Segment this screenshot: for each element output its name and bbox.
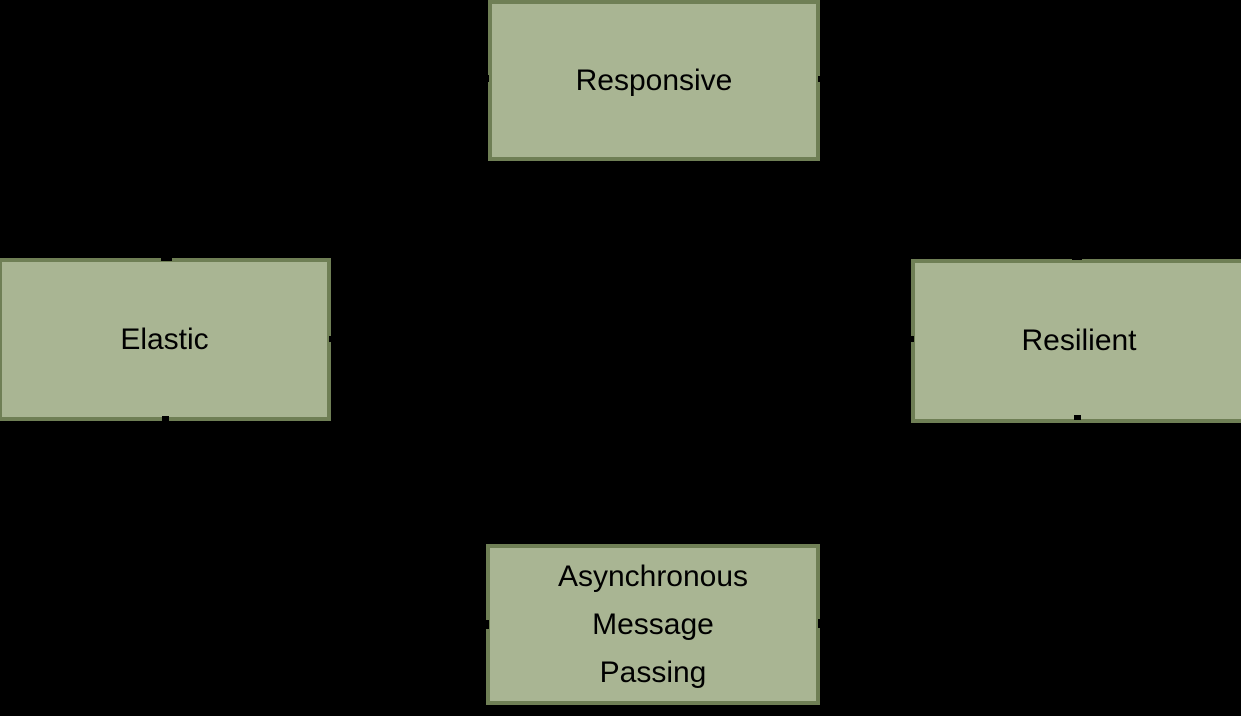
connector-stub-resilient-top [1072, 254, 1082, 260]
node-resilient: Resilient [911, 259, 1241, 423]
connector-stub-elastic-top [161, 255, 172, 261]
node-responsive-label: Responsive [575, 63, 733, 97]
connector-stub-resilient-bottom [1074, 415, 1081, 420]
node-responsive: Responsive [488, 0, 820, 161]
connector-stub-async-right [818, 619, 825, 628]
connector-stub-elastic-right [329, 336, 335, 342]
node-asynchronous-message-passing-label: Asynchronous Message Passing [557, 559, 749, 689]
connector-stub-async-left [481, 620, 489, 629]
connector-stub-elastic-bottom [162, 416, 169, 421]
connector-stub-responsive-left [482, 75, 489, 82]
connector-stub-resilient-left [908, 336, 914, 342]
node-elastic: Elastic [0, 258, 331, 421]
node-resilient-label: Resilient [1021, 324, 1137, 357]
node-elastic-label: Elastic [120, 322, 209, 356]
node-asynchronous-message-passing: Asynchronous Message Passing [486, 544, 820, 705]
connector-stub-responsive-right [818, 76, 824, 82]
